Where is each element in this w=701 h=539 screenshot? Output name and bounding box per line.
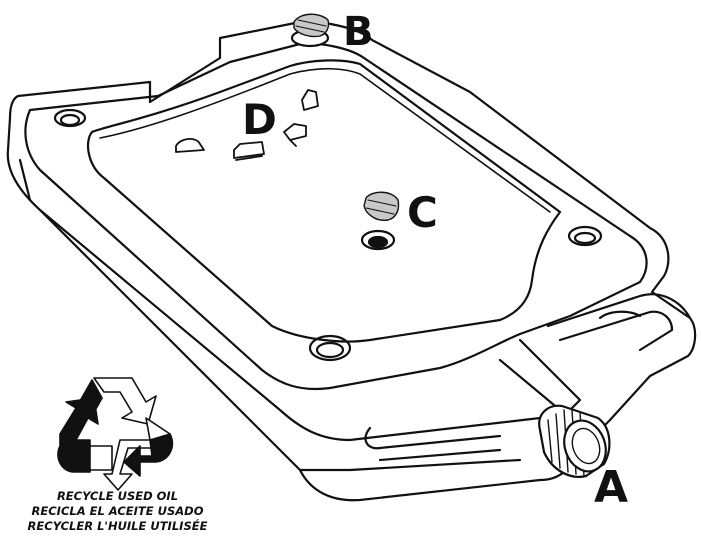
pan-side-wall-lower <box>20 160 520 470</box>
recycle-icon <box>58 378 172 490</box>
drain-hole-icon <box>362 192 399 249</box>
callout-label-b: B <box>343 12 374 52</box>
basin-inner-edge <box>88 60 560 341</box>
recycle-caption-english: RECYCLE USED OIL <box>10 489 225 504</box>
plug-icon <box>292 14 329 46</box>
front-grip-groove <box>365 428 500 460</box>
corner-hole-left <box>55 110 85 126</box>
recycle-caption-spanish: RECICLA EL ACEITE USADO <box>10 504 225 519</box>
recycle-caption-french: RECYCLER L'HUILE UTILISÉE <box>10 519 225 534</box>
recycle-caption: RECYCLE USED OIL RECICLA EL ACEITE USADO… <box>10 489 225 534</box>
corner-hole-right <box>569 227 601 245</box>
callout-label-d: D <box>242 99 277 141</box>
callout-label-a: A <box>594 466 628 510</box>
callout-label-c: C <box>407 192 438 234</box>
